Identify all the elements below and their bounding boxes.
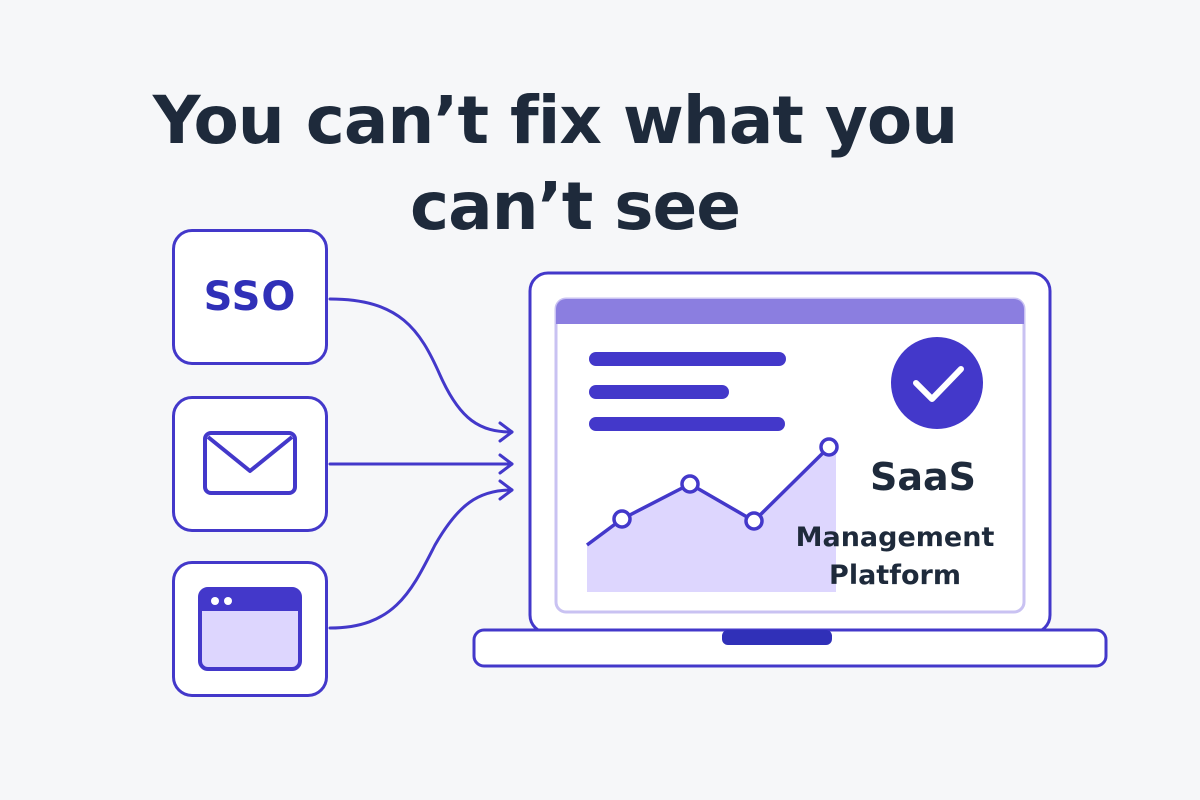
line-chart	[585, 437, 839, 592]
checkmark-icon	[891, 337, 983, 429]
platform-subtitle-line-2: Platform	[829, 560, 961, 591]
headline-line-1: You can’t fix what you	[152, 82, 959, 159]
content-lines	[589, 352, 786, 431]
chart-point	[744, 511, 764, 531]
screen-header-bar	[556, 299, 1024, 324]
laptop	[472, 271, 1108, 668]
arrowhead-mail	[498, 453, 514, 475]
source-email-box	[172, 396, 328, 532]
connector-sso	[328, 297, 514, 434]
chart-point	[819, 437, 839, 457]
platform-title: SaaS	[869, 455, 977, 499]
chart-point	[612, 509, 632, 529]
platform-subtitle-line-1: Management	[795, 522, 995, 553]
arrowhead-app	[498, 479, 514, 501]
headline-line-2: can’t see	[409, 168, 741, 245]
chart-area	[587, 447, 836, 592]
connector-app	[328, 488, 514, 630]
sso-label: SSO	[203, 274, 297, 320]
source-app-box	[172, 561, 328, 697]
chart-point	[680, 474, 700, 494]
browser-window-icon	[198, 587, 302, 671]
envelope-icon	[203, 431, 297, 495]
source-sso-box: SSO	[172, 229, 328, 365]
headline: You can’t fix what you can’t see	[0, 78, 1110, 250]
laptop-notch	[722, 630, 832, 645]
arrowhead-sso	[498, 421, 514, 443]
